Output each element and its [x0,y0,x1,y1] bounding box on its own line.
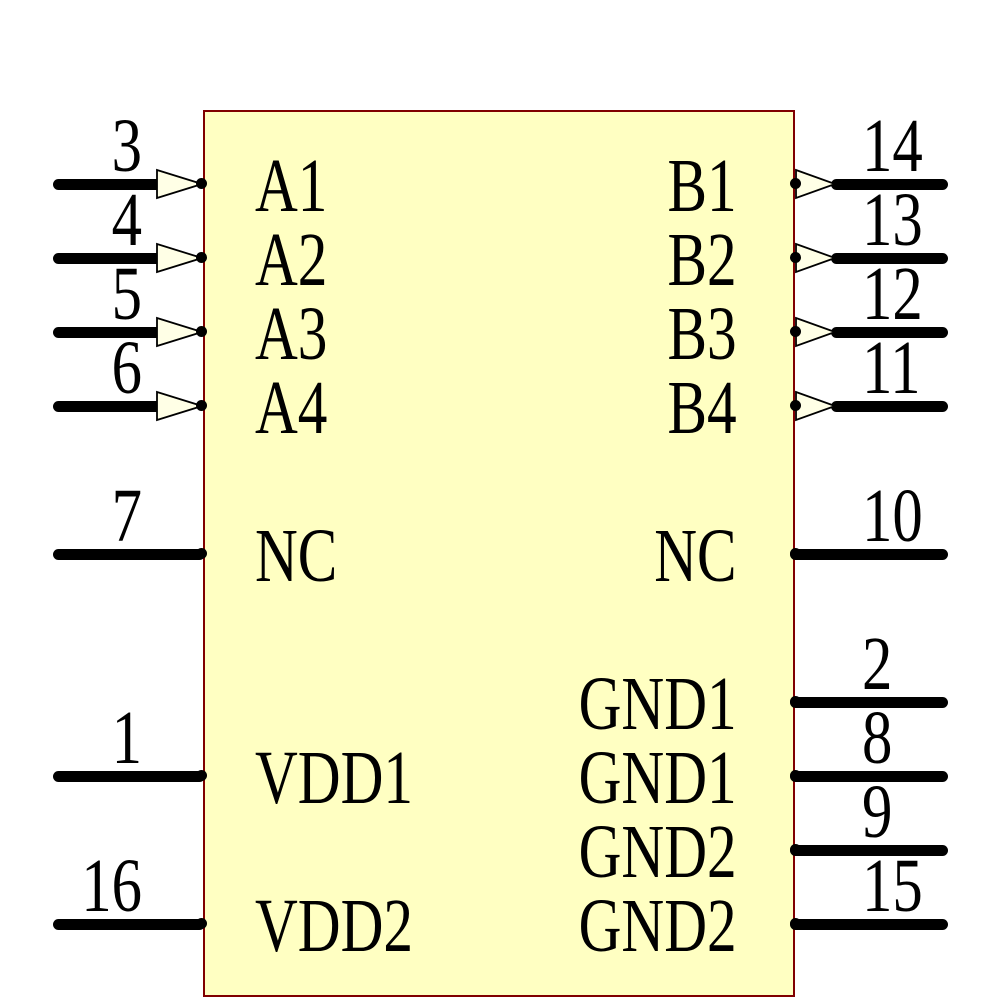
pin-8-number: 8 [862,696,893,780]
pin-12-number: 12 [862,252,923,336]
pin-4-dot [196,252,207,263]
pin-3-label: A1 [255,144,328,228]
pin-16-dot [196,918,207,929]
pin-10-dot [790,548,801,559]
pin-15-wire [790,919,948,930]
pin-2-number: 2 [862,622,893,706]
input-arrow-icon [156,316,204,348]
output-arrow-icon [795,390,837,422]
pin-7-dot [196,548,207,559]
pin-4-label: A2 [255,218,328,302]
pin-12-wire [831,327,948,338]
pin-8-wire [790,771,948,782]
pin-7-number: 7 [111,474,142,558]
pin-14-wire [831,179,948,190]
pin-14-number: 14 [862,104,923,188]
pin-16-wire [53,919,205,930]
pin-1-number: 1 [111,696,142,780]
pin-3-number: 3 [111,104,142,188]
pin-4-wire [53,253,162,264]
pin-16-label: VDD2 [255,884,414,968]
pin-14-dot [790,178,801,189]
pin-6-label: A4 [255,366,328,450]
pin-5-wire [53,327,162,338]
pin-11-label: B4 [667,366,737,450]
pin-10-wire [790,549,948,560]
pin-10-number: 10 [862,474,923,558]
pin-16-number: 16 [81,844,142,928]
pin-7-wire [53,549,205,560]
pin-11-wire [831,401,948,412]
pin-5-label: A3 [255,292,328,376]
pin-13-wire [831,253,948,264]
pin-10-label: NC [654,514,737,598]
input-arrow-icon [156,242,204,274]
pin-9-label: GND2 [578,810,737,894]
pin-13-number: 13 [862,178,923,262]
pin-1-label: VDD1 [255,736,414,820]
pin-6-dot [196,400,207,411]
pin-1-dot [196,770,207,781]
pin-6-number: 6 [111,326,142,410]
pin-2-dot [790,696,801,707]
pin-12-label: B3 [667,292,737,376]
output-arrow-icon [795,242,837,274]
component-body [203,110,795,997]
pin-6-wire [53,401,162,412]
pin-11-dot [790,400,801,411]
pin-13-dot [790,252,801,263]
pin-9-dot [790,844,801,855]
pin-2-wire [790,697,948,708]
pin-2-label: GND1 [578,662,737,746]
pin-9-wire [790,845,948,856]
input-arrow-icon [156,390,204,422]
pin-7-label: NC [255,514,338,598]
pin-11-number: 11 [862,326,921,410]
pin-8-dot [790,770,801,781]
pin-1-wire [53,771,205,782]
pin-14-label: B1 [667,144,737,228]
pin-3-dot [196,178,207,189]
pin-13-label: B2 [667,218,737,302]
pin-15-number: 15 [862,844,923,928]
output-arrow-icon [795,168,837,200]
pin-8-label: GND1 [578,736,737,820]
output-arrow-icon [795,316,837,348]
pin-3-wire [53,179,162,190]
pin-15-dot [790,918,801,929]
pin-12-dot [790,326,801,337]
pin-5-number: 5 [111,252,142,336]
pin-5-dot [196,326,207,337]
pin-4-number: 4 [111,178,142,262]
input-arrow-icon [156,168,204,200]
pin-15-label: GND2 [578,884,737,968]
pin-9-number: 9 [862,770,893,854]
